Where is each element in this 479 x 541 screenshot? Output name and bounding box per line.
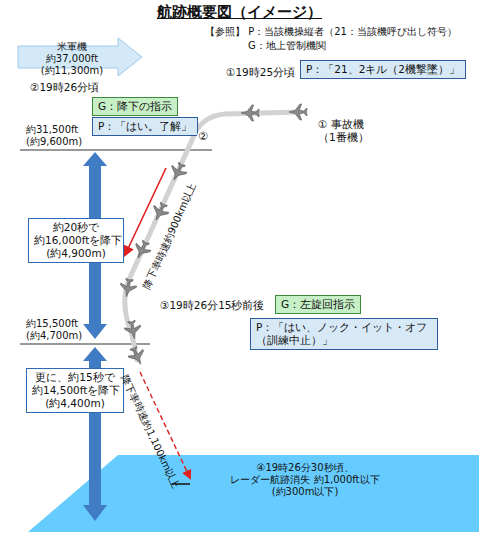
time-label: ①19時25分頃 [226, 66, 295, 79]
box-text: P：「はい。了解」 [98, 120, 192, 133]
aircraft [124, 320, 143, 341]
altitude-line [20, 344, 150, 345]
box-text: P：「21、2キル（2機撃墜）」 [306, 63, 460, 76]
box-text: 更に、約15秒で 約14,500ftを降下 (約4,400m) [32, 371, 118, 410]
aircraft [167, 160, 189, 183]
reference-note: G：地上管制機関 [248, 40, 326, 52]
aircraft [241, 105, 259, 121]
box-text: P：「はい、ノック・イット・オフ （訓練中止）」 [256, 321, 432, 347]
box-text: G：左旋回指示 [281, 298, 355, 311]
aircraft-label: ① 事故機 （1番機） [318, 118, 380, 143]
pilot-message-box: P：「21、2キル（2機撃墜）」 [300, 60, 466, 79]
box-text: G：降下の指示 [98, 100, 172, 113]
aircraft [149, 200, 171, 223]
altitude-line [20, 150, 212, 151]
track-lost-label: ④19時26分30秒頃、レーダー航跡消失 約1,000ft以下 (約300m以下… [218, 462, 392, 498]
diagram-title: 航跡概要図（イメージ） [0, 3, 479, 22]
box-text: 約20秒で 約16,000ftを降下 (約4,900m) [34, 221, 118, 260]
altitude-label: 約31,500ft (約9,600m) [26, 124, 86, 148]
control-message-box: G：降下の指示 [92, 97, 178, 116]
time-label: ③19時26分15秒前後 [160, 299, 265, 312]
us-aircraft-label: 米軍機 約37,000ft (約11,300m) [32, 41, 112, 77]
control-message-box: G：左旋回指示 [275, 295, 361, 314]
aircraft [131, 238, 153, 261]
pilot-message-box: P：「はい、ノック・イット・オフ （訓練中止）」 [250, 318, 438, 350]
altitude-label: 約15,500ft (約4,700m) [26, 318, 86, 342]
aircraft [289, 104, 307, 120]
reference-note: 【参照】 P：当該機操縦者（21：当該機呼び出し符号） [205, 26, 457, 38]
time-label: ②19時26分頃 [30, 81, 99, 94]
aircraft [119, 278, 138, 299]
pilot-message-box: P：「はい。了解」 [92, 117, 198, 136]
descent-note-box: 更に、約15秒で 約14,500ftを降下 (約4,400m) [26, 368, 124, 413]
us-aircraft-arrow [18, 38, 142, 76]
aircraft [126, 344, 148, 367]
callout-number: ② [197, 130, 209, 143]
descent-note-box: 約20秒で 約16,000ftを降下 (約4,900m) [28, 218, 124, 263]
